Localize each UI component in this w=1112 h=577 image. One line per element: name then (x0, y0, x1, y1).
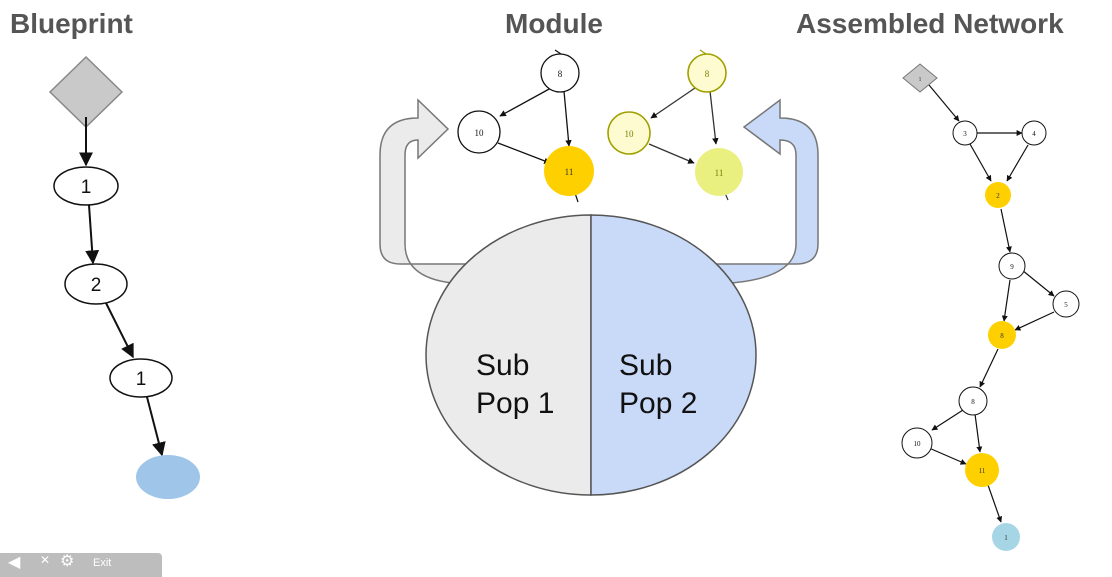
assembled-edge (1014, 311, 1055, 331)
subpop1-label-line1: Sub (476, 349, 529, 382)
assembled-edge (1021, 269, 1055, 297)
subpop1-label-line2: Pop 1 (476, 387, 554, 420)
module-edge (499, 87, 552, 117)
subpop2-label-line1: Sub (619, 349, 672, 382)
assembled-node (998, 252, 1026, 280)
module-node-label: 8 (558, 69, 563, 79)
assembled-node-label: 11 (979, 467, 986, 475)
blueprint-edge (105, 302, 134, 359)
blueprint-output-node (136, 455, 200, 499)
module-edge (709, 90, 719, 145)
assembled-edge (931, 409, 964, 431)
module-node-label: 11 (715, 168, 724, 178)
module-edge (563, 90, 572, 147)
assembled-node-label: 9 (1010, 263, 1014, 271)
module-node (607, 111, 651, 155)
module-node-label: 8 (705, 69, 710, 79)
assembled-node (1052, 290, 1080, 318)
blueprint-graph: 1 2 1 (48, 55, 200, 499)
collapse-icon[interactable]: ✕ (40, 553, 51, 567)
assembled-node (958, 386, 988, 416)
module-node (687, 53, 727, 93)
blueprint-node-label: 1 (81, 177, 92, 198)
assembled-node-label: 4 (1032, 130, 1036, 138)
assembled-edge (979, 348, 999, 388)
assembled-node (1021, 120, 1047, 146)
assembled-node-label: 2 (996, 192, 1000, 200)
module-edge (650, 87, 696, 119)
module-title: Module (505, 8, 603, 39)
module-edge (554, 49, 562, 55)
module-node (540, 53, 580, 93)
assembled-node-label: 10 (914, 440, 922, 448)
assembled-edge (974, 413, 983, 453)
assembled-node (988, 321, 1016, 349)
previous-slide-icon[interactable]: ◀ (8, 554, 21, 571)
blueprint-node-label: 1 (136, 369, 147, 390)
blueprint-node-label: 2 (91, 275, 102, 296)
assembled-node-label: 1 (919, 77, 922, 83)
assembled-edge (928, 84, 960, 122)
module-network-subpop2: 8 10 11 (607, 49, 743, 201)
assembled-edge (928, 447, 967, 465)
subpop1-half (425, 214, 592, 496)
assembled-node (901, 427, 933, 459)
module-node-label: 10 (625, 129, 635, 139)
subpop2-curved-arrow (711, 98, 819, 285)
subpop2-half (590, 214, 757, 496)
module-node (695, 148, 743, 196)
module-edge (497, 142, 551, 164)
gear-icon[interactable]: ⚙ (60, 553, 75, 570)
subpop2-label-line2: Pop 2 (619, 387, 697, 420)
blueprint-node (109, 358, 173, 398)
assembled-edge (969, 143, 992, 182)
assembled-edge (987, 484, 1003, 523)
assembled-node-label: 5 (1064, 301, 1068, 309)
assembled-node-label: 3 (963, 130, 967, 138)
subpop2-label: Sub Pop 2 (619, 349, 697, 420)
assembled-edge (1001, 279, 1011, 322)
assembled-edge (1006, 144, 1029, 182)
assembled-node (952, 120, 978, 146)
assembled-network-title: Assembled Network (796, 8, 1064, 39)
blueprint-node (64, 263, 128, 305)
assembled-node-label: 8 (1000, 332, 1004, 340)
blueprint-node (53, 166, 119, 206)
assembled-node (965, 453, 999, 487)
subpop1-label: Sub Pop 1 (476, 349, 554, 420)
module-node-label: 10 (475, 128, 485, 138)
presentation-toolbar: ◀ ✕ ⚙ Exit (0, 553, 162, 577)
module-node (544, 146, 594, 196)
module-node (457, 110, 501, 154)
assembled-node-label: 1 (1004, 534, 1008, 542)
assembled-node-label: 8 (971, 398, 975, 406)
blueprint-edge (146, 396, 166, 457)
exit-button[interactable]: Exit (93, 557, 112, 569)
blueprint-edge (85, 204, 100, 265)
assembled-node (985, 182, 1011, 208)
assembled-edge (1000, 208, 1012, 253)
module-node-label: 11 (565, 167, 574, 177)
assembled-network-graph: 1 3 4 2 9 5 8 8 10 11 1 (901, 63, 1080, 551)
module-network-subpop1: 8 10 11 (457, 49, 594, 203)
blueprint-input-diamond (48, 55, 124, 129)
blueprint-title: Blueprint (10, 8, 133, 39)
module-edge (648, 143, 695, 164)
assembled-input-diamond (902, 63, 938, 93)
subpop1-curved-arrow (379, 98, 473, 285)
assembled-output-node (992, 523, 1020, 551)
